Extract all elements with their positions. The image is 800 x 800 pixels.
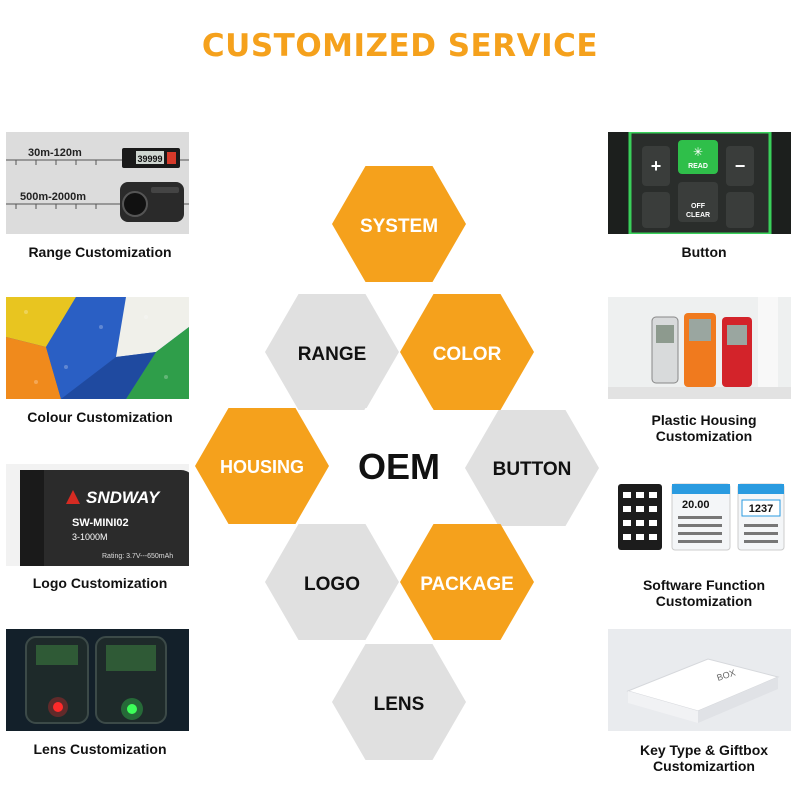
hex-button[interactable]: BUTTON: [465, 410, 599, 526]
hex-package[interactable]: PACKAGE: [400, 524, 534, 640]
giftbox-image: BOX: [608, 629, 791, 731]
hex-logo[interactable]: LOGO: [265, 524, 399, 640]
range-long-label: 500m-2000m: [20, 191, 86, 203]
logo-range: 3-1000M: [72, 532, 108, 542]
off-label: OFF: [691, 203, 706, 210]
button-caption: Button: [681, 244, 727, 260]
minus-icon: −: [735, 156, 746, 176]
giftbox-caption: Key Type & Giftbox Customizartion: [604, 742, 800, 774]
brand-logo-icon: [66, 490, 80, 504]
hex-system-label: SYSTEM: [360, 216, 438, 237]
read-label: READ: [688, 163, 708, 170]
software-image: 20.00 1237: [608, 464, 791, 566]
housing-caption-line2: Customization: [655, 428, 753, 444]
hex-logo-label: LOGO: [304, 574, 360, 595]
hex-housing-label: HOUSING: [220, 457, 304, 477]
hex-lens-label: LENS: [374, 694, 425, 715]
hex-housing[interactable]: HOUSING: [195, 408, 329, 524]
software-caption-line2: Customization: [655, 593, 753, 609]
colour-image: [6, 297, 189, 399]
hex-system[interactable]: SYSTEM: [332, 166, 466, 282]
button-image: + ✳ READ − OFF CLEAR: [608, 132, 791, 234]
hex-color[interactable]: COLOR: [400, 294, 534, 410]
logo-image: SNDWAY SW-MINI02 3-1000M Rating: 3.7V---…: [6, 464, 189, 566]
housing-image: [608, 297, 791, 399]
hex-color-label: COLOR: [433, 344, 502, 365]
hex-lens[interactable]: LENS: [332, 644, 466, 760]
range-short-label: 30m-120m: [28, 147, 82, 159]
logo-model: SW-MINI02: [72, 517, 129, 529]
lens-image: [6, 629, 189, 731]
hex-package-label: PACKAGE: [420, 574, 514, 595]
hex-button-label: BUTTON: [493, 459, 572, 480]
software-caption-line1: Software Function: [642, 577, 766, 593]
laser-icon: ✳: [693, 145, 703, 159]
hex-range-label: RANGE: [298, 344, 367, 365]
range-display-value: 39999: [137, 154, 162, 164]
lens-caption: Lens Customization: [33, 741, 167, 757]
page-title: CUSTOMIZED SERVICE: [201, 28, 599, 64]
giftbox-caption-line2: Customizartion: [653, 758, 755, 774]
clear-label: CLEAR: [686, 212, 710, 219]
plus-icon: +: [651, 156, 662, 176]
hex-range[interactable]: RANGE: [265, 294, 399, 410]
software-value-1: 20.00: [682, 499, 710, 511]
housing-caption-line1: Plastic Housing: [651, 412, 757, 428]
software-value-2: 1237: [749, 503, 773, 515]
range-image: 30m-120m 500m-2000m 39999: [6, 132, 189, 234]
colour-caption: Colour Customization: [27, 409, 173, 425]
hex-oem[interactable]: OEM: [332, 408, 466, 524]
giftbox-caption-line1: Key Type & Giftbox: [639, 742, 769, 758]
software-caption: Software Function Customization: [604, 577, 800, 609]
logo-caption: Logo Customization: [32, 575, 168, 591]
range-caption: Range Customization: [28, 244, 172, 260]
hex-oem-label: OEM: [358, 446, 440, 487]
logo-rating: Rating: 3.7V---650mAh: [102, 553, 173, 560]
housing-caption: Plastic Housing Customization: [604, 412, 800, 444]
logo-brand: SNDWAY: [86, 488, 161, 507]
